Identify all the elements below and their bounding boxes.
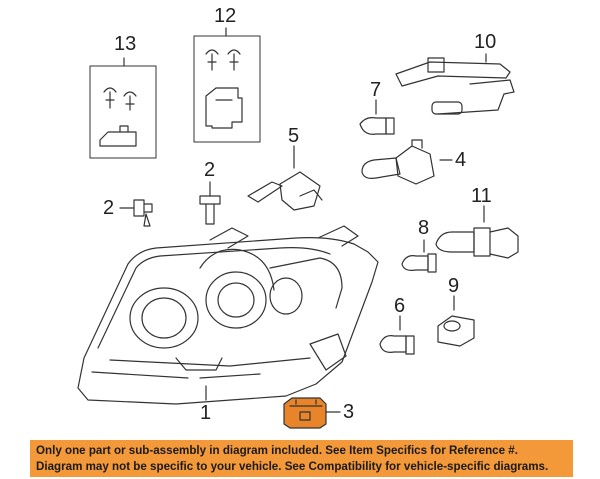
callout-7: 7 bbox=[370, 79, 382, 101]
callout-3: 3 bbox=[343, 401, 355, 423]
callout-9: 9 bbox=[448, 275, 460, 297]
bolt-2b bbox=[199, 181, 221, 225]
callout-2b: 2 bbox=[204, 159, 216, 181]
clip-kit-box-12 bbox=[193, 27, 261, 143]
disclaimer-banner: Only one part or sub-assembly in diagram… bbox=[30, 440, 573, 477]
clip-kit-box-13 bbox=[89, 57, 157, 159]
callout-2a: 2 bbox=[103, 197, 115, 219]
bulb-6 bbox=[379, 315, 415, 355]
callout-5: 5 bbox=[288, 125, 300, 147]
disclaimer-line-2: Diagram may not be specific to your vehi… bbox=[36, 460, 549, 473]
callout-6: 6 bbox=[394, 295, 406, 317]
socket-9 bbox=[437, 295, 475, 347]
module-3-highlighted bbox=[283, 397, 341, 429]
headlamp-assembly-1 bbox=[77, 225, 379, 405]
bulb-8 bbox=[401, 239, 437, 273]
headlamp-bulb-4 bbox=[361, 139, 453, 185]
disclaimer-line-1: Only one part or sub-assembly in diagram… bbox=[36, 444, 518, 457]
callout-13: 13 bbox=[114, 33, 137, 55]
callout-4: 4 bbox=[455, 149, 467, 171]
callout-1: 1 bbox=[200, 402, 212, 424]
wiring-harness-10 bbox=[395, 53, 515, 115]
callout-10: 10 bbox=[474, 31, 497, 53]
callout-11: 11 bbox=[471, 185, 492, 207]
bulb-7 bbox=[359, 99, 395, 135]
bolt-2a bbox=[119, 199, 153, 227]
callout-8: 8 bbox=[418, 217, 430, 239]
bulb-socket-11 bbox=[435, 205, 519, 259]
headlamp-bulb-5 bbox=[247, 145, 323, 211]
callout-12: 12 bbox=[214, 5, 237, 27]
